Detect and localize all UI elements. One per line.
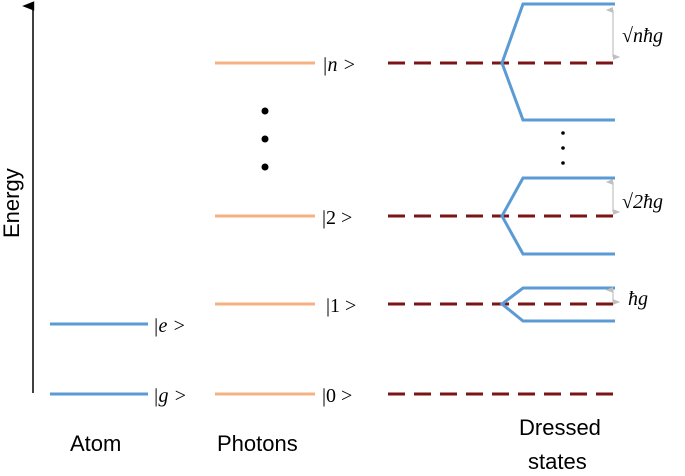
splitting-label-2: √2ħg	[622, 191, 663, 213]
photon-level-0-label: |0 >	[322, 385, 352, 407]
column-label-dressed: Dressed	[519, 415, 601, 440]
photon-ellipsis-dot	[261, 107, 269, 115]
dressed-ellipsis-dot	[561, 146, 565, 150]
splitting-label-n: √nħg	[622, 25, 663, 47]
column-label-photons: Photons	[217, 431, 298, 456]
atom-level-g-label: |g >	[153, 385, 187, 407]
photon-level-2-label: |2 >	[322, 207, 352, 229]
dressed-ellipsis-dot	[561, 161, 565, 165]
dressed-ellipsis-dot	[561, 131, 565, 135]
column-label-atom: Atom	[70, 431, 121, 456]
photon-level-n-label: |n >	[322, 54, 356, 76]
photon-ellipsis-dot	[261, 163, 269, 171]
photon-level-1-label: |1 >	[326, 295, 356, 317]
atom-level-e-label: |e >	[153, 315, 186, 337]
splitting-label-1: ħg	[628, 288, 648, 310]
dressed-split-1	[499, 286, 615, 323]
energy-axis-label: Energy	[0, 168, 24, 238]
column-label-states: states	[528, 449, 587, 474]
dressed-split-n	[500, 2, 615, 122]
photon-ellipsis-dot	[261, 135, 269, 143]
dressed-split-2	[500, 176, 615, 256]
